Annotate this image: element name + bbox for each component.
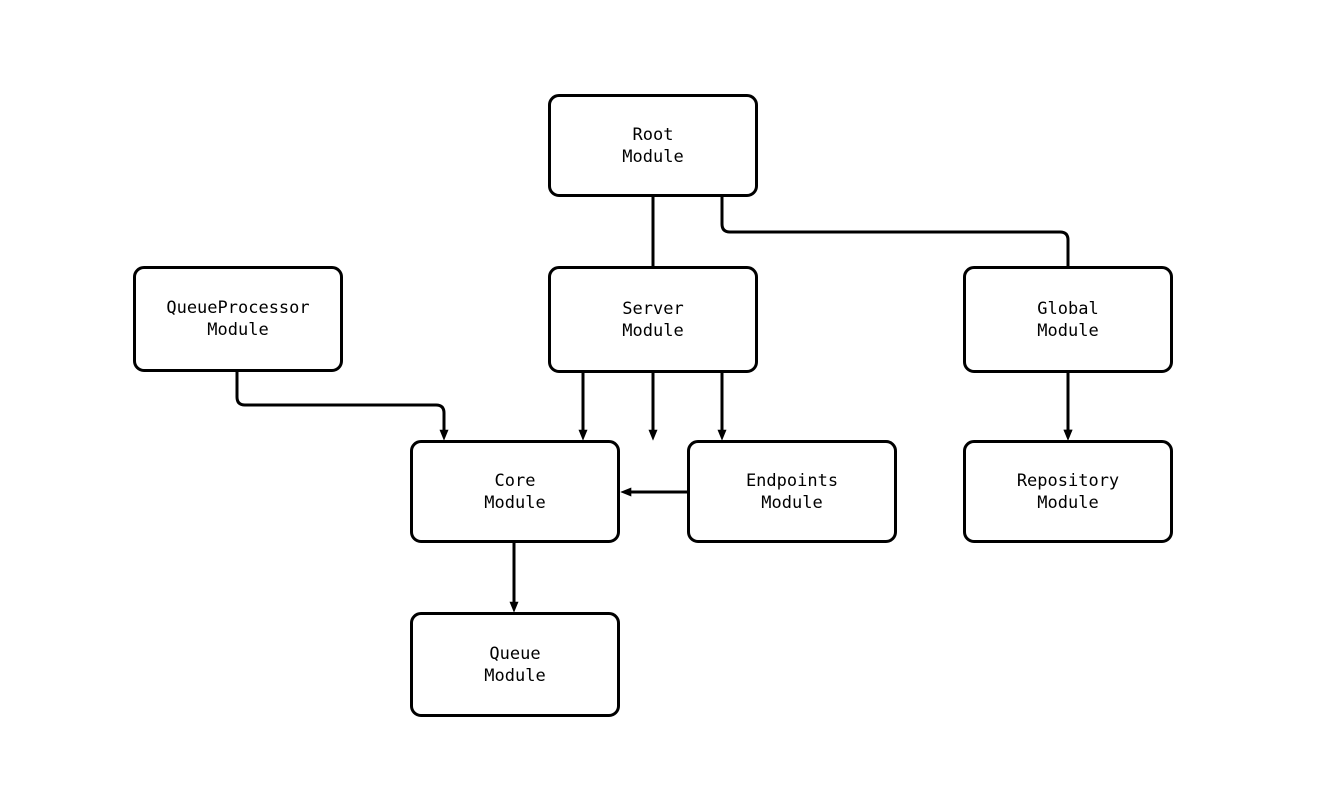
node-root[interactable]: Root Module <box>548 94 758 197</box>
node-queueprocessor[interactable]: QueueProcessor Module <box>133 266 343 372</box>
edge-queueprocessor-to-core <box>235 372 449 441</box>
node-root-label: Root Module <box>622 124 684 167</box>
node-endpoints[interactable]: Endpoints Module <box>687 440 897 543</box>
node-queue-label: Queue Module <box>484 643 546 686</box>
node-server-label: Server Module <box>622 298 684 341</box>
node-global-label: Global Module <box>1037 298 1099 341</box>
node-core-label: Core Module <box>484 470 546 513</box>
node-queue[interactable]: Queue Module <box>410 612 620 717</box>
node-repository-label: Repository Module <box>1016 470 1120 513</box>
node-queueprocessor-label: QueueProcessor Module <box>166 298 310 340</box>
node-global[interactable]: Global Module <box>963 266 1173 373</box>
node-repository[interactable]: Repository Module <box>963 440 1173 543</box>
node-core[interactable]: Core Module <box>410 440 620 543</box>
node-endpoints-label: Endpoints Module <box>745 470 839 513</box>
edge-root-to-global <box>720 197 1073 441</box>
node-server[interactable]: Server Module <box>548 266 758 373</box>
